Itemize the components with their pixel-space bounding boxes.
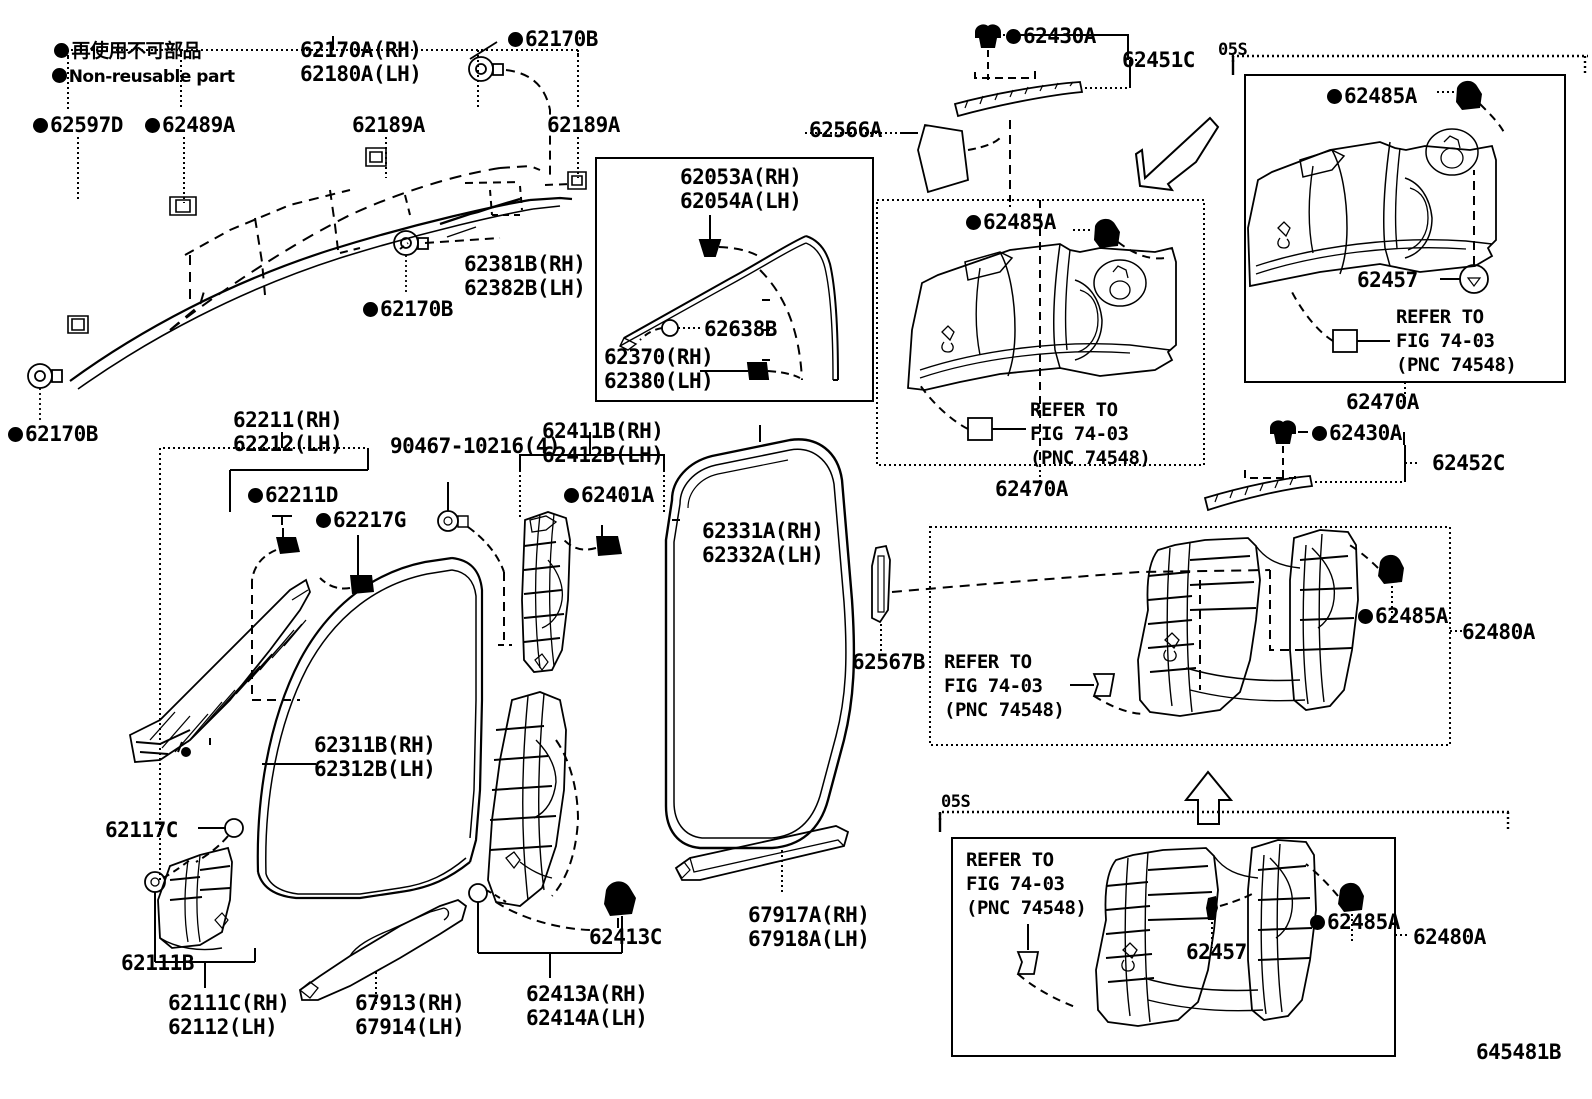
- part-label-62597d: 62597D: [33, 113, 123, 138]
- part-label-62312b: 62312B(LH): [314, 757, 436, 781]
- part-label-62480a-mid: 62480A: [1462, 620, 1535, 644]
- refer-note-right-top-l3: (PNC 74548): [1396, 354, 1517, 376]
- legend-en: Non-reusable part: [30, 40, 235, 115]
- part-label-67914: 67914(LH): [355, 1015, 465, 1039]
- refer-note-mid-l3: (PNC 74548): [944, 699, 1065, 721]
- filled-circle-icon: [248, 488, 263, 503]
- refer-note-mid-l2: FIG 74-03: [944, 675, 1043, 697]
- filled-circle-icon: [1312, 426, 1327, 441]
- part-label-62457-right-top: 62457: [1357, 268, 1418, 292]
- refer-note-bottom-l3: (PNC 74548): [966, 897, 1087, 919]
- part-label-62170b-mid: 62170B: [363, 297, 453, 322]
- part-label-62170a: 62170A(RH): [300, 38, 422, 62]
- filled-circle-icon: [966, 215, 981, 230]
- part-label-62485a-center: 62485A: [966, 210, 1056, 235]
- part-label-62117c: 62117C: [105, 818, 178, 842]
- part-label-62489a: 62489A: [145, 113, 235, 138]
- part-label-62381b: 62381B(RH): [464, 252, 586, 276]
- part-label-62217g: 62217G: [316, 508, 406, 533]
- part-label-62567b: 62567B: [852, 650, 925, 674]
- filled-circle-icon: [1006, 29, 1021, 44]
- refer-note-bottom: REFER TO: [966, 849, 1054, 871]
- part-label-62566a: 62566A: [809, 118, 882, 142]
- filled-circle-icon: [8, 427, 23, 442]
- part-label-62370: 62370(RH): [604, 345, 714, 369]
- filled-circle-icon: [508, 32, 523, 47]
- refer-note-right-top: REFER TO: [1396, 306, 1484, 328]
- refer-note-mid: REFER TO: [944, 651, 1032, 673]
- part-label-62485a-right-top: 62485A: [1327, 84, 1417, 109]
- part-label-62331a: 62331A(RH): [702, 519, 824, 543]
- filled-circle-icon: [33, 118, 48, 133]
- part-label-62414a: 62414A(LH): [526, 1006, 648, 1030]
- part-label-62170b-left: 62170B: [8, 422, 98, 447]
- filled-circle-icon: [564, 488, 579, 503]
- part-label-62413c: 62413C: [589, 925, 662, 949]
- part-label-62413a: 62413A(RH): [526, 982, 648, 1006]
- part-label-67913: 67913(RH): [355, 991, 465, 1015]
- refer-note-center: REFER TO: [1030, 399, 1118, 421]
- part-label-62311b: 62311B(RH): [314, 733, 436, 757]
- filled-circle-icon: [316, 513, 331, 528]
- part-label-90467-10216: 90467-10216(4): [390, 434, 561, 458]
- part-label-62332a: 62332A(LH): [702, 543, 824, 567]
- part-label-62170b-top: 62170B: [508, 27, 598, 52]
- part-label-62212: 62212(LH): [233, 432, 343, 456]
- part-label-62053a: 62053A(RH): [680, 165, 802, 189]
- part-label-62211: 62211(RH): [233, 408, 343, 432]
- part-label-62382b: 62382B(LH): [464, 276, 586, 300]
- part-label-62111c: 62111C(RH): [168, 991, 290, 1015]
- part-label-62111b: 62111B: [121, 951, 194, 975]
- filled-circle-icon: [51, 68, 67, 83]
- filled-circle-icon: [363, 302, 378, 317]
- part-label-62411b: 62411B(RH): [542, 419, 664, 443]
- part-label-62470a-right: 62470A: [1346, 390, 1419, 414]
- part-label-62401a: 62401A: [564, 483, 654, 508]
- refer-note-right-top-l2: FIG 74-03: [1396, 330, 1495, 352]
- part-label-62485a-bottom: 62485A: [1310, 910, 1400, 935]
- part-label-62638b: 62638B: [704, 317, 777, 341]
- part-label-67918a: 67918A(LH): [748, 927, 870, 951]
- sheet-number: 645481B: [1476, 1040, 1562, 1064]
- part-label-62380: 62380(LH): [604, 369, 714, 393]
- part-label-62054a: 62054A(LH): [680, 189, 802, 213]
- part-label-62430a-top: 62430A: [1006, 24, 1096, 49]
- part-label-62211d: 62211D: [248, 483, 338, 508]
- part-label-62451c: 62451C: [1122, 48, 1195, 72]
- refer-note-center-l2: FIG 74-03: [1030, 423, 1129, 445]
- filled-circle-icon: [145, 118, 160, 133]
- part-label-62189a-1: 62189A: [352, 113, 425, 137]
- part-label-62452c: 62452C: [1432, 451, 1505, 475]
- filled-circle-icon: [1327, 89, 1342, 104]
- part-label-62457-bottom: 62457: [1186, 940, 1247, 964]
- filled-circle-icon: [1358, 609, 1373, 624]
- part-label-62189a-2: 62189A: [547, 113, 620, 137]
- part-label-62180a: 62180A(LH): [300, 62, 422, 86]
- group-marker-05s-bottom: 05S: [941, 792, 971, 812]
- filled-circle-icon: [54, 43, 70, 58]
- part-label-62112: 62112(LH): [168, 1015, 278, 1039]
- part-label-62430a-right: 62430A: [1312, 421, 1402, 446]
- part-label-62470a-center: 62470A: [995, 477, 1068, 501]
- part-label-67917a: 67917A(RH): [748, 903, 870, 927]
- refer-note-bottom-l2: FIG 74-03: [966, 873, 1065, 895]
- legend-jp: 再使用不可部品: [30, 14, 201, 89]
- group-marker-05s-top: 05S: [1218, 40, 1248, 60]
- part-label-62412b: 62412B(LH): [542, 443, 664, 467]
- part-label-62480a-bottom: 62480A: [1413, 925, 1486, 949]
- refer-note-center-l3: (PNC 74548): [1030, 447, 1151, 469]
- filled-circle-icon: [1310, 915, 1325, 930]
- part-label-62485a-mid: 62485A: [1358, 604, 1448, 629]
